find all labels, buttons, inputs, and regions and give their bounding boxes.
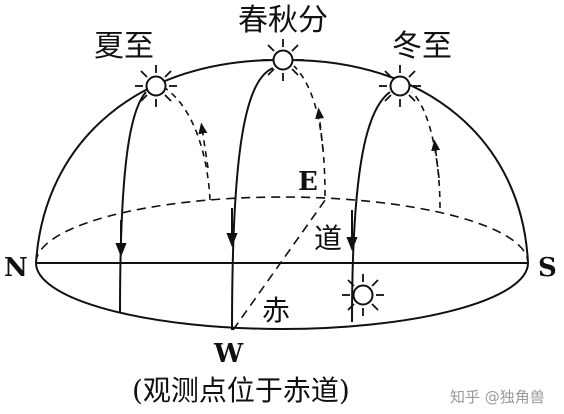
- winter-solstice-path-front: [351, 91, 391, 323]
- horizon-back-half: [35, 196, 529, 264]
- winter-solstice-path-back: [411, 91, 441, 209]
- sky-dome: [35, 58, 529, 264]
- label-equator-dao: 道: [314, 222, 342, 255]
- sun-icon-summer: [135, 65, 177, 107]
- sun-icon-winter: [379, 65, 421, 107]
- winter-rise-arrow: [431, 139, 441, 179]
- watermark: 知乎 @独角兽: [450, 388, 545, 406]
- sun-icon-observer: [342, 274, 384, 316]
- equator-line: [232, 195, 329, 331]
- summer-rise-arrow: [198, 122, 209, 169]
- equinox-path-front: [231, 67, 274, 331]
- caption: (观测点位于赤道): [132, 374, 350, 407]
- label-summer-solstice: 夏至: [94, 29, 154, 64]
- summer-solstice-path-front: [119, 91, 147, 314]
- label-north: N: [4, 253, 28, 283]
- label-east: E: [298, 167, 318, 197]
- label-winter-solstice: 冬至: [392, 29, 452, 64]
- label-equator-chi: 赤: [262, 294, 290, 327]
- summer-solstice-path-back: [164, 87, 211, 201]
- horizon-front-half: [35, 262, 529, 330]
- label-equinox: 春秋分: [238, 3, 328, 38]
- label-south: S: [538, 253, 557, 283]
- label-west: W: [213, 339, 244, 369]
- sun-icon-equinox: [262, 39, 304, 81]
- equinox-rise-arrow: [315, 107, 325, 151]
